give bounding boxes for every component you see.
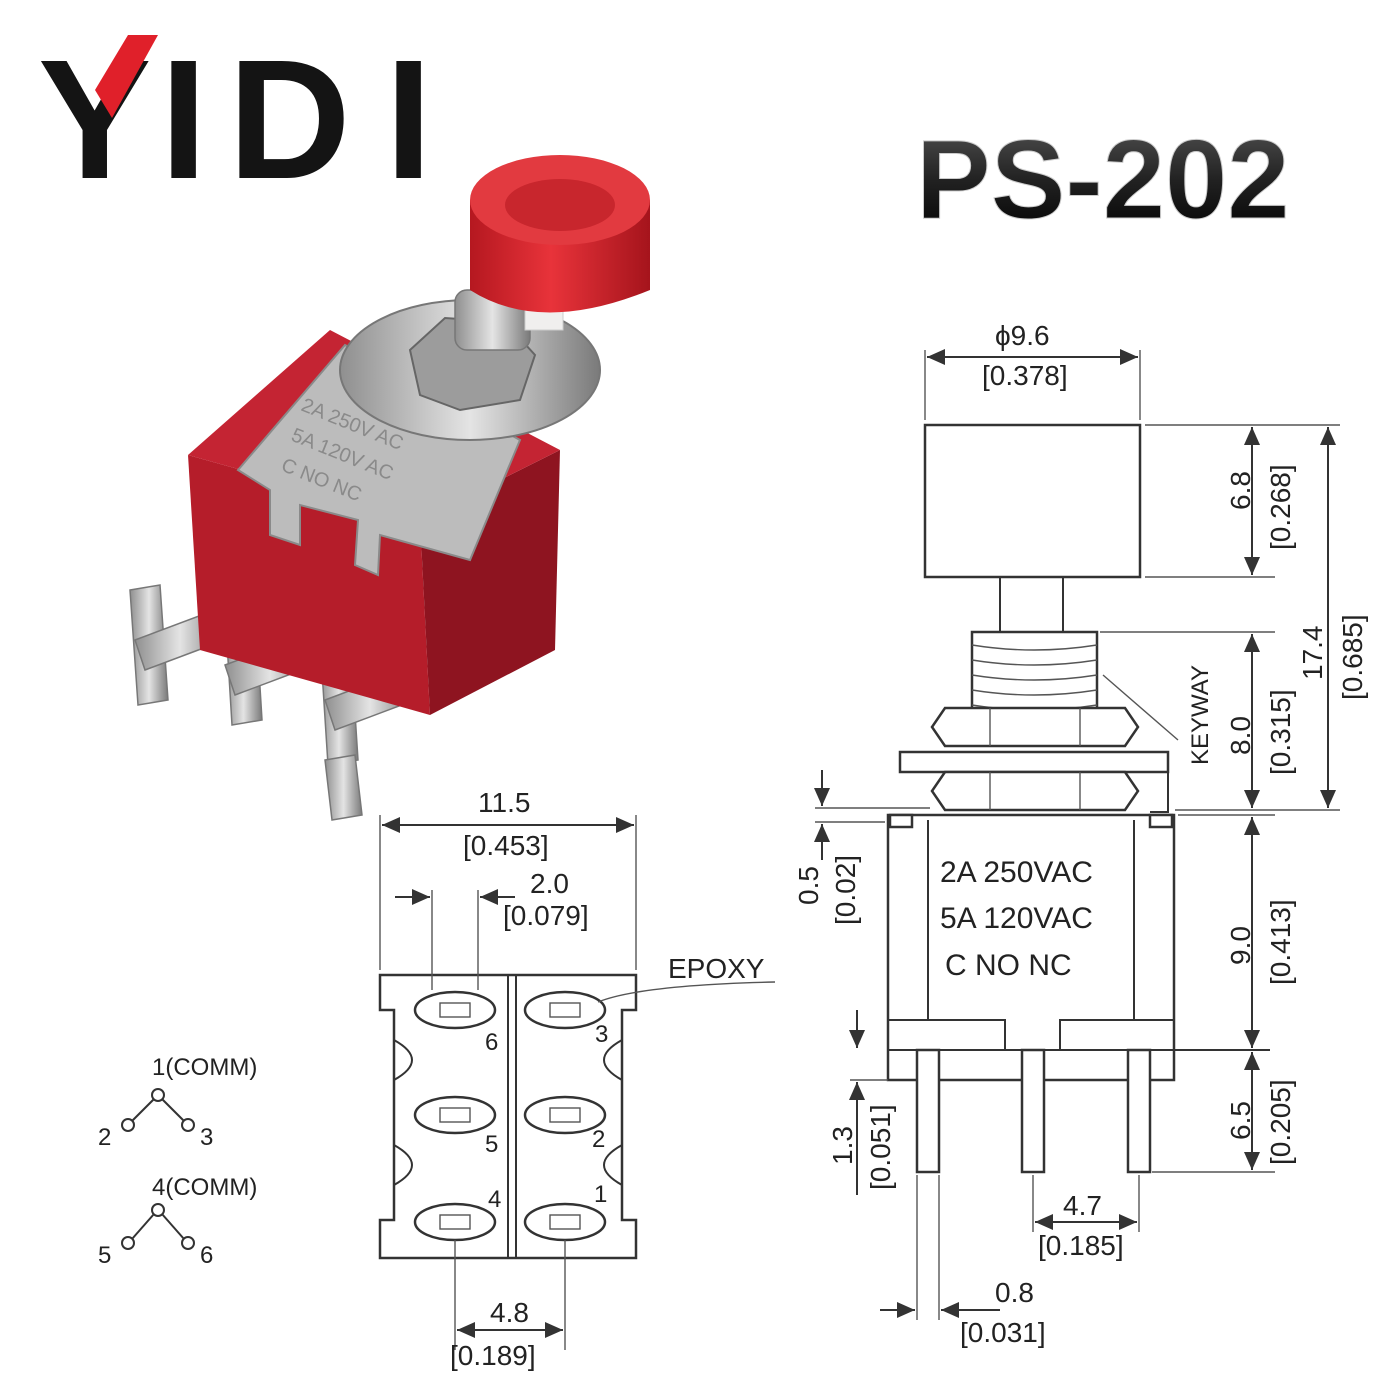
dim-cap-diameter-in: [0.378] bbox=[982, 360, 1068, 391]
dim-terminal-length-in: [0.205] bbox=[1265, 1079, 1296, 1165]
pin-label-4: 4 bbox=[488, 1186, 501, 1213]
dim-cap-height: 6.8 bbox=[1225, 471, 1256, 510]
dim-bushing-length: 8.0 bbox=[1225, 716, 1256, 755]
photo-red-cap bbox=[470, 155, 650, 313]
dim-body-height: 9.0 bbox=[1225, 926, 1256, 965]
dim-pin-pitch-in: [0.079] bbox=[503, 900, 589, 931]
dim-row-pitch: 4.8 bbox=[490, 1297, 529, 1328]
side-threaded-bushing bbox=[970, 630, 1099, 714]
brand-letter-i: I bbox=[160, 25, 207, 215]
bottom-view-drawing: 6 5 4 3 2 1 EPOXY 11.5 [0.453] 2.0 [0.07… bbox=[378, 787, 776, 1371]
circuit-schematic: 1(COMM) 2 3 4(COMM) 5 6 bbox=[98, 1054, 257, 1269]
side-nut-top bbox=[930, 706, 1140, 748]
side-rating-2: 5A 120VAC bbox=[940, 902, 1093, 935]
keyway-label: KEYWAY bbox=[1187, 665, 1214, 765]
brand-accent-stroke bbox=[95, 35, 158, 118]
schematic-pin-2: 2 bbox=[98, 1124, 111, 1151]
schematic-comm-4: 4(COMM) bbox=[152, 1174, 257, 1201]
pin-label-5: 5 bbox=[485, 1131, 498, 1158]
dim-terminal-offset-in: [0.051] bbox=[865, 1104, 896, 1190]
schematic-comm-1: 1(COMM) bbox=[152, 1054, 257, 1081]
dim-total-height: 17.4 bbox=[1297, 626, 1328, 681]
pin-label-2: 2 bbox=[592, 1126, 605, 1153]
side-cap bbox=[923, 423, 1142, 579]
schematic-pin-6: 6 bbox=[200, 1242, 213, 1269]
side-terminals bbox=[915, 1048, 1152, 1174]
dim-terminal-pitch: 4.7 bbox=[1063, 1190, 1102, 1221]
dim-total-height-in: [0.685] bbox=[1337, 614, 1368, 700]
dim-plate-thickness: 0.5 bbox=[793, 866, 824, 905]
epoxy-label: EPOXY bbox=[668, 953, 765, 984]
dim-terminal-width-in: [0.031] bbox=[960, 1317, 1046, 1348]
dim-terminal-pitch-in: [0.185] bbox=[1038, 1230, 1124, 1261]
brand-logo: Y I D I bbox=[38, 25, 432, 215]
side-switch-body bbox=[886, 813, 1176, 1082]
dim-row-pitch-in: [0.189] bbox=[450, 1340, 536, 1371]
dim-terminal-offset: 1.3 bbox=[827, 1126, 858, 1165]
dim-body-width-in: [0.453] bbox=[463, 830, 549, 861]
dim-bushing-length-in: [0.315] bbox=[1265, 689, 1296, 775]
bottom-pin-pads bbox=[413, 990, 607, 1242]
switch-photo: 2A 250V AC 5A 120V AC C NO NC bbox=[129, 155, 650, 821]
dim-terminal-width: 0.8 bbox=[995, 1277, 1034, 1308]
schematic-pin-3: 3 bbox=[200, 1124, 213, 1151]
dim-body-height-in: [0.413] bbox=[1265, 899, 1296, 985]
dim-terminal-length: 6.5 bbox=[1225, 1101, 1256, 1140]
dim-pin-pitch: 2.0 bbox=[530, 868, 569, 899]
dim-cap-diameter: ϕ9.6 bbox=[995, 320, 1050, 351]
model-title: PS-202 bbox=[916, 117, 1290, 242]
pin-label-1: 1 bbox=[594, 1181, 607, 1208]
brand-letter-i-2: I bbox=[385, 25, 432, 215]
side-view-drawing: 2A 250VAC 5A 120VAC C NO NC ϕ9.6 [0.378]… bbox=[793, 320, 1368, 1348]
side-nut-bottom bbox=[930, 770, 1140, 812]
pin-label-3: 3 bbox=[595, 1021, 608, 1048]
dim-plate-thickness-in: [0.02] bbox=[830, 855, 861, 925]
side-lock-plate bbox=[898, 750, 1170, 774]
pin-label-6: 6 bbox=[485, 1029, 498, 1056]
brand-letter-d: D bbox=[228, 25, 351, 215]
side-rating-1: 2A 250VAC bbox=[940, 856, 1093, 889]
side-terminal-labels: C NO NC bbox=[945, 949, 1072, 982]
dim-body-width: 11.5 bbox=[478, 787, 530, 818]
schematic-pin-5: 5 bbox=[98, 1242, 111, 1269]
dim-cap-height-in: [0.268] bbox=[1265, 464, 1296, 550]
